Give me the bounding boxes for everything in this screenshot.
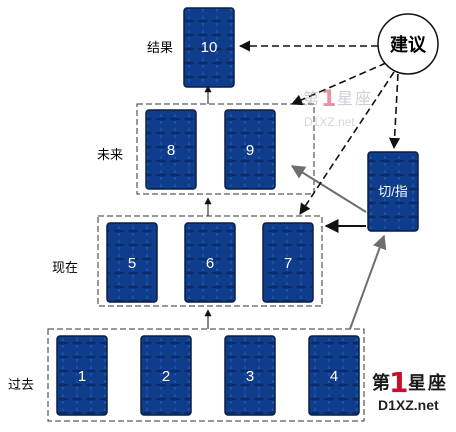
svg-text:1: 1: [321, 87, 336, 112]
tarot-card-5: 5: [106, 222, 158, 303]
advice-to-signifier-line: [388, 73, 401, 150]
tarot-card-6: 6: [184, 222, 236, 303]
svg-text:第: 第: [372, 372, 390, 394]
row-label-present: 现在: [52, 261, 78, 276]
card-number: 6: [206, 255, 214, 272]
card-number: 7: [284, 255, 292, 272]
svg-text:D1XZ.net: D1XZ.net: [304, 115, 355, 129]
row-label-result: 结果: [147, 41, 173, 56]
card-number: 切/指: [378, 184, 408, 199]
advice-circle: [377, 13, 439, 75]
card-number: 2: [162, 368, 170, 385]
svg-text:第: 第: [303, 89, 319, 108]
tarot-card-3: 3: [224, 335, 276, 416]
svg-text:D1XZ.net: D1XZ.net: [378, 397, 439, 413]
card-number: 10: [201, 39, 218, 56]
card-number: 3: [246, 368, 254, 385]
card-number: 8: [167, 142, 175, 159]
card-number: 5: [128, 255, 136, 272]
tarot-card-7: 7: [262, 222, 314, 303]
card-number: 9: [246, 142, 254, 159]
logo-watermark: 第 1 星 座 D1XZ.net: [372, 366, 446, 413]
svg-text:星: 星: [408, 373, 426, 394]
tarot-card-1: 1: [56, 335, 108, 416]
tarot-card-4: 4: [308, 335, 360, 416]
svg-text:1: 1: [389, 366, 408, 399]
row-label-future: 未来: [97, 148, 123, 163]
advice-to-present-line: [299, 71, 395, 215]
advice-to-future-line: [290, 62, 387, 106]
card-number: 1: [78, 368, 86, 385]
svg-text:星: 星: [337, 89, 353, 108]
tarot-card-9: 9: [224, 109, 276, 190]
row-label-past: 过去: [8, 378, 34, 393]
svg-text:座: 座: [355, 89, 371, 108]
past-row-box: [47, 328, 365, 422]
future-row-box: [136, 103, 315, 195]
arrow-card4-to-signifier: [349, 234, 387, 330]
tarot-card-signifier: 切/指: [367, 151, 419, 232]
tarot-card-2: 2: [140, 335, 192, 416]
arrow-signifier-to-future: [290, 165, 367, 213]
card-number: 4: [330, 368, 338, 385]
present-row-box: [97, 215, 323, 307]
advice-label: 建议: [390, 34, 427, 56]
tarot-card-8: 8: [145, 109, 197, 190]
tarot-card-10: 10: [183, 7, 235, 88]
svg-text:座: 座: [428, 372, 446, 394]
faint-logo-watermark: 第 1 星 座 D1XZ.net: [303, 87, 371, 129]
